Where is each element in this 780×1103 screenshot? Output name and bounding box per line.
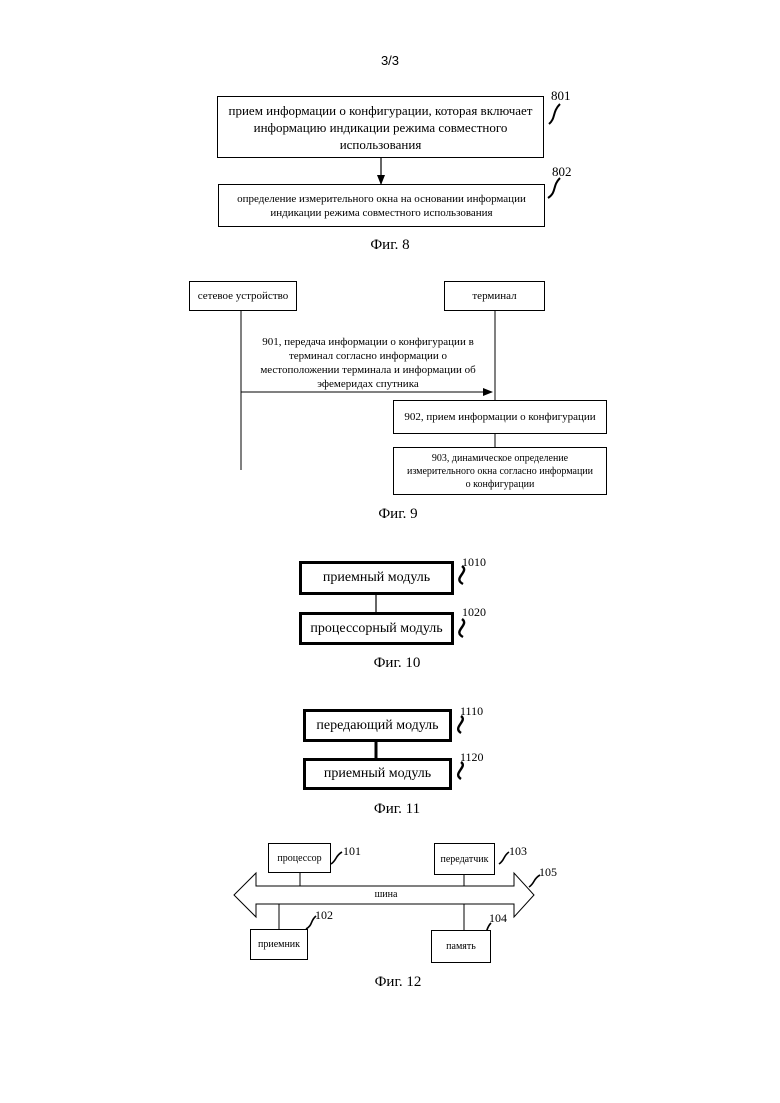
memory-label: память bbox=[446, 940, 476, 953]
ref-104: 104 bbox=[489, 911, 507, 926]
leader-101 bbox=[331, 852, 342, 864]
ref-1020: 1020 bbox=[462, 605, 486, 620]
receiving-module-2-box: приемный модуль bbox=[303, 758, 452, 790]
ref-102: 102 bbox=[315, 908, 333, 923]
step-903-box: 903, динамическое определение измеритель… bbox=[393, 447, 607, 495]
fig11-caption: Фиг. 11 bbox=[337, 801, 457, 818]
leader-802 bbox=[548, 178, 560, 198]
msg-901-text: 901, передача информации о конфигурации … bbox=[251, 335, 485, 391]
step-801-text: прием информации о конфигурации, которая… bbox=[224, 102, 537, 153]
ref-801: 801 bbox=[551, 88, 571, 104]
processor-box: процессор bbox=[268, 843, 331, 873]
fig12-caption: Фиг. 12 bbox=[338, 974, 458, 991]
terminal-label: терминал bbox=[472, 289, 516, 303]
transmitter-label: передатчик bbox=[441, 853, 489, 866]
terminal-box: терминал bbox=[444, 281, 545, 311]
receiver-label: приемник bbox=[258, 938, 300, 951]
memory-box: память bbox=[431, 930, 491, 963]
step-801-box: прием информации о конфигурации, которая… bbox=[217, 96, 544, 158]
receiving-module-label: приемный модуль bbox=[323, 570, 430, 586]
ref-105: 105 bbox=[539, 865, 557, 880]
leader-801 bbox=[549, 104, 560, 124]
ref-802: 802 bbox=[552, 164, 572, 180]
leader-103 bbox=[499, 852, 509, 864]
ref-1120: 1120 bbox=[460, 750, 484, 765]
processor-module-label: процессорный модуль bbox=[310, 621, 442, 637]
ref-1110: 1110 bbox=[460, 704, 483, 719]
fig10-caption: Фиг. 10 bbox=[337, 655, 457, 672]
bus-label: шина bbox=[356, 888, 416, 901]
step-802-text: определение измерительного окна на основ… bbox=[225, 192, 538, 220]
receiving-module-2-label: приемный модуль bbox=[324, 766, 431, 782]
fig9-caption: Фиг. 9 bbox=[338, 506, 458, 523]
receiving-module-box: приемный модуль bbox=[299, 561, 454, 595]
leader-1020 bbox=[459, 619, 464, 637]
step-802-box: определение измерительного окна на основ… bbox=[218, 184, 545, 227]
network-device-label: сетевое устройство bbox=[198, 289, 289, 303]
receiver-box: приемник bbox=[250, 929, 308, 960]
network-device-box: сетевое устройство bbox=[189, 281, 297, 311]
step-902-box: 902, прием информации о конфигурации bbox=[393, 400, 607, 434]
processor-label: процессор bbox=[277, 852, 321, 865]
step-903-text: 903, динамическое определение измеритель… bbox=[404, 452, 596, 491]
ref-101: 101 bbox=[343, 844, 361, 859]
processor-module-box: процессорный модуль bbox=[299, 612, 454, 645]
transmitting-module-label: передающий модуль bbox=[316, 718, 438, 734]
ref-103: 103 bbox=[509, 844, 527, 859]
ref-1010: 1010 bbox=[462, 555, 486, 570]
fig8-caption: Фиг. 8 bbox=[330, 237, 450, 254]
step-902-text: 902, прием информации о конфигурации bbox=[404, 410, 595, 424]
transmitting-module-box: передающий модуль bbox=[303, 709, 452, 742]
transmitter-box: передатчик bbox=[434, 843, 495, 875]
